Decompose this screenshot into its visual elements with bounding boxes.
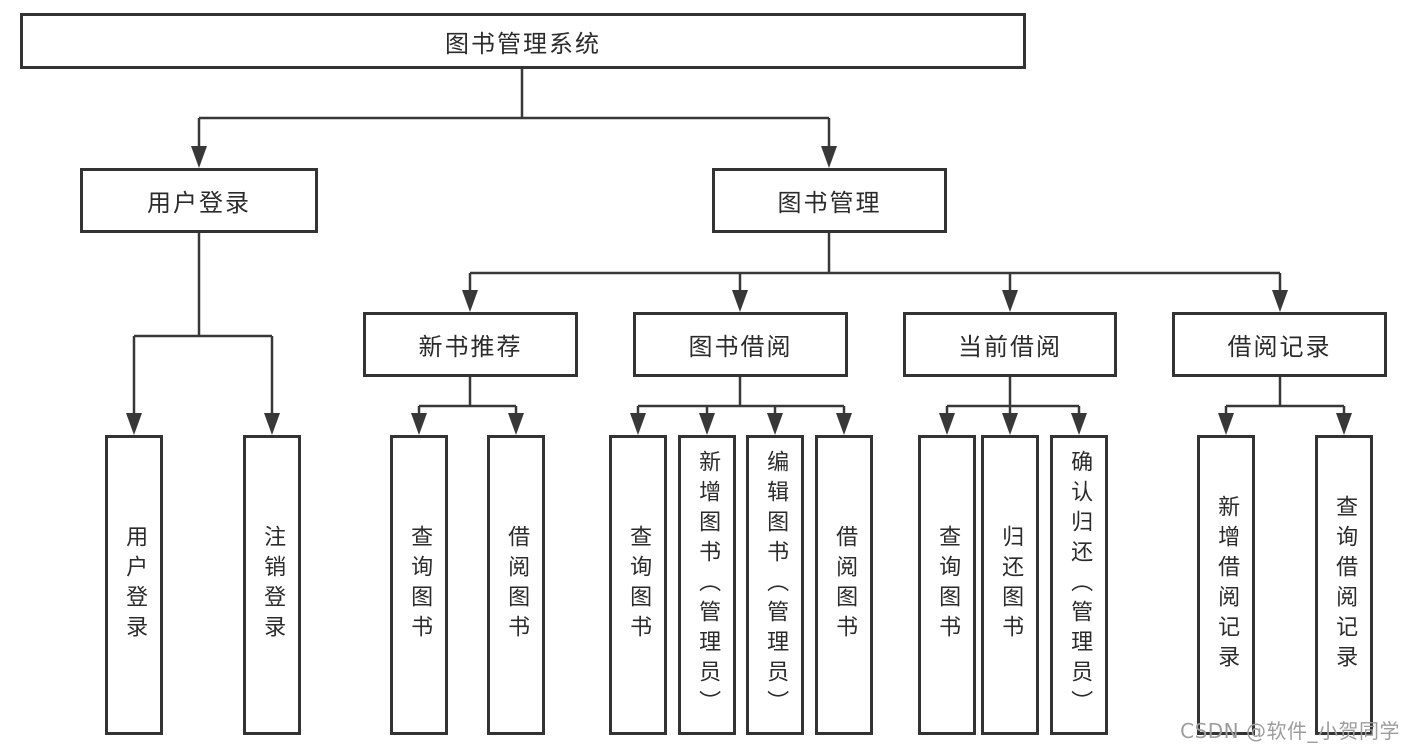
- node-label: 用户登录: [147, 189, 251, 217]
- node-book-management: 图书管理: [712, 168, 947, 233]
- node-library-system: 图书管理系统: [20, 13, 1026, 69]
- node-label: 编辑图书（管理员）: [763, 450, 789, 720]
- node-label: 图书管理系统: [445, 29, 601, 58]
- node-label: 借阅记录: [1227, 333, 1332, 361]
- leaf-borrow-books-borrowing: 借阅图书: [815, 435, 873, 735]
- leaf-user-login: 用户登录: [105, 435, 163, 735]
- node-label: 新增图书（管理员）: [695, 450, 721, 720]
- node-label: 注销登录: [260, 525, 286, 645]
- leaf-add-borrow-record: 新增借阅记录: [1197, 435, 1255, 735]
- node-new-book-recommendation: 新书推荐: [363, 312, 578, 377]
- connector-user-login-to-leaves: [126, 233, 280, 435]
- node-label: 查询借阅记录: [1332, 495, 1358, 675]
- leaf-edit-book-admin: 编辑图书（管理员）: [746, 435, 804, 735]
- leaf-add-book-admin: 新增图书（管理员）: [678, 435, 736, 735]
- node-user-login: 用户登录: [80, 168, 318, 233]
- node-label: 新增借阅记录: [1214, 495, 1240, 675]
- node-book-borrowing: 图书借阅: [633, 312, 848, 377]
- node-label: 借阅图书: [504, 525, 530, 645]
- leaf-confirm-return-admin: 确认归还（管理员）: [1050, 435, 1108, 735]
- connector-current-borrowing-to-leaves: [939, 377, 1087, 435]
- node-label: 当前借阅: [958, 333, 1062, 361]
- node-borrowing-records: 借阅记录: [1172, 312, 1387, 377]
- connector-new-book-recommendation-to-leaves: [411, 377, 524, 435]
- connector-borrowing-records-to-leaves: [1218, 377, 1352, 435]
- leaf-query-books-current: 查询图书: [918, 435, 976, 735]
- leaf-logout: 注销登录: [243, 435, 301, 735]
- node-label: 查询图书: [407, 525, 433, 645]
- node-label: 借阅图书: [832, 525, 858, 645]
- node-label: 查询图书: [935, 525, 961, 645]
- leaf-query-books-borrowing: 查询图书: [609, 435, 667, 735]
- leaf-return-books: 归还图书: [981, 435, 1039, 735]
- node-label: 确认归还（管理员）: [1067, 450, 1093, 720]
- leaf-query-books-recommend: 查询图书: [390, 435, 448, 735]
- node-label: 归还图书: [998, 525, 1024, 645]
- node-current-borrowing: 当前借阅: [903, 312, 1117, 377]
- node-label: 图书管理: [777, 189, 882, 217]
- leaf-borrow-books-recommend: 借阅图书: [487, 435, 545, 735]
- node-label: 图书借阅: [688, 333, 793, 361]
- connector-book-borrowing-to-leaves: [630, 377, 852, 435]
- watermark: CSDN @软件_小贺同学: [1180, 719, 1400, 743]
- node-label: 查询图书: [626, 525, 652, 645]
- leaf-query-borrow-record: 查询借阅记录: [1315, 435, 1373, 735]
- connector-root-to-level2: [191, 69, 837, 168]
- connector-book-management-to-level3: [462, 233, 1288, 312]
- node-label: 用户登录: [122, 525, 148, 645]
- node-label: 新书推荐: [418, 333, 523, 361]
